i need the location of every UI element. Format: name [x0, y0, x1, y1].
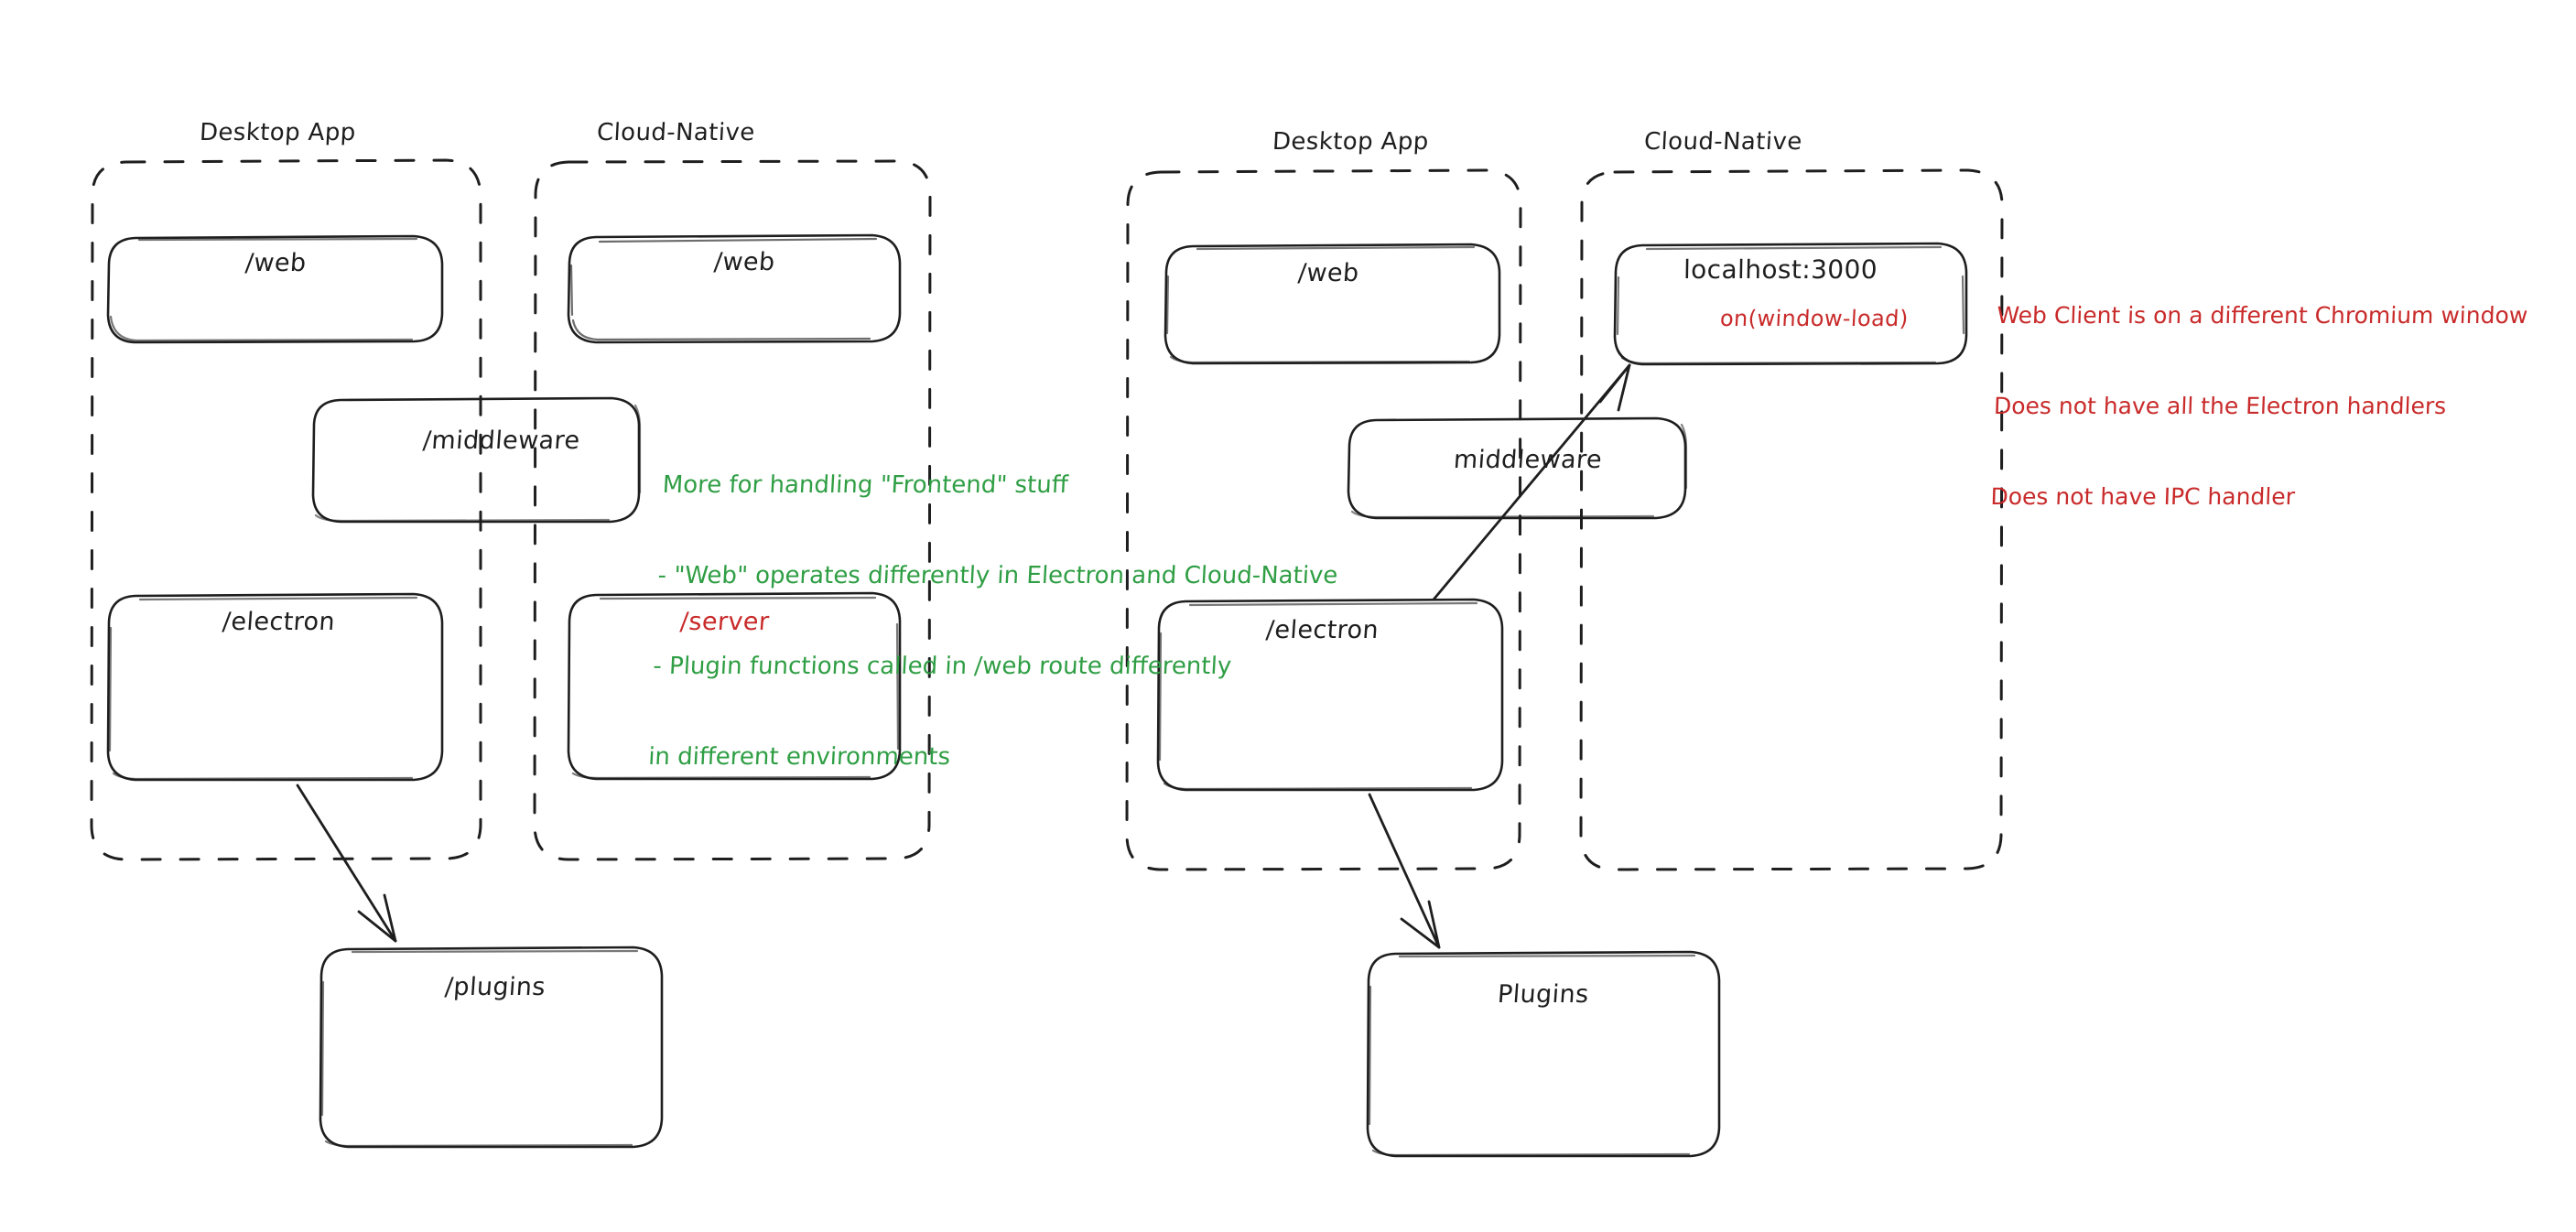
arrow-electron-to-localhost-right [1432, 363, 1631, 601]
box-electron-right [1156, 598, 1504, 792]
note-green-frontend: More for handling "Frontend" stuff - "We… [644, 410, 1347, 833]
box-label-electron-left: /electron [221, 608, 337, 636]
note-green-line-3: - Plugin functions called in /web route … [652, 653, 1232, 680]
note-red-web-client: Web Client is on a different Chromium wi… [1988, 240, 2530, 572]
box-middleware-right [1347, 416, 1688, 520]
box-middleware-left [311, 396, 642, 524]
box-plugins-left [319, 946, 664, 1149]
group-frame-cloud-native-left [533, 159, 932, 861]
box-label-electron-right: /electron [1264, 616, 1380, 644]
note-green-line-4: in different environments [647, 743, 951, 771]
arrow-electron-to-plugins-left [296, 784, 397, 943]
note-green-line-2: - "Web" operates differently in Electron… [656, 562, 1339, 589]
box-electron-left [106, 592, 444, 782]
note-red-line-1: Web Client is on a different Chromium wi… [1996, 302, 2528, 329]
group-title-cloud-native-left: Cloud-Native [596, 119, 756, 146]
box-label-plugins-left: /plugins [443, 973, 547, 1001]
group-frame-desktop-app-right [1125, 168, 1522, 871]
group-title-cloud-native-right: Cloud-Native [1643, 128, 1803, 156]
box-localhost-right [1613, 242, 1968, 366]
box-label-middleware-right: middleware [1452, 446, 1604, 474]
box-server-left [567, 591, 902, 781]
group-frame-cloud-native-right [1579, 168, 2004, 871]
box-label-desktop-web-right: /web [1296, 259, 1360, 287]
arrow-electron-to-plugins-right [1368, 793, 1441, 949]
box-label-plugins-right: Plugins [1496, 980, 1590, 1009]
note-green-line-1: More for handling "Frontend" stuff [662, 471, 1069, 499]
group-title-desktop-app-right: Desktop App [1272, 128, 1430, 156]
box-plugins-right [1366, 950, 1721, 1158]
group-title-desktop-app-left: Desktop App [199, 119, 357, 146]
box-cloud-web-left [567, 233, 902, 344]
group-frame-desktop-app-left [90, 158, 482, 861]
box-label-localhost-right: localhost:3000 [1683, 254, 1878, 285]
box-label-cloud-web-left: /web [712, 248, 776, 276]
box-label-middleware-left: /middleware [421, 427, 581, 455]
note-red-line-2: Does not have all the Electron handlers [1993, 393, 2447, 419]
box-label-desktop-web-left: /web [244, 249, 308, 277]
box-sublabel-on-window-load: on(window-load) [1719, 306, 1910, 331]
note-red-line-3: Does not have IPC handler [1990, 483, 2296, 510]
box-desktop-web-left [106, 234, 444, 344]
box-desktop-web-right [1164, 243, 1501, 365]
